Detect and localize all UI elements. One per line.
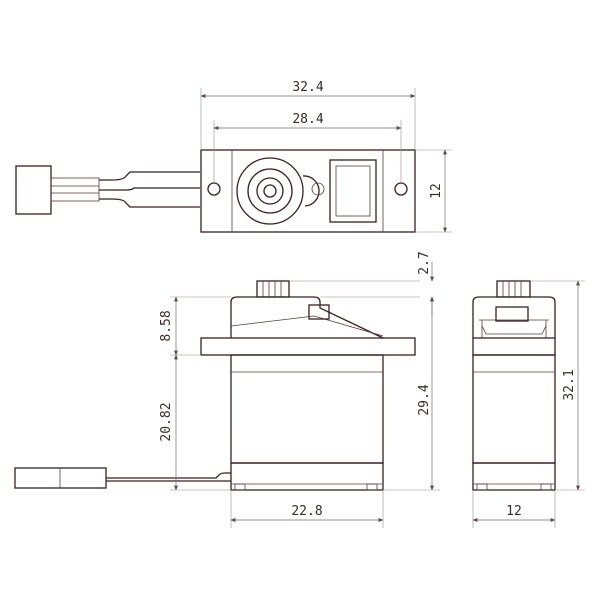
top-lead-wires: [99, 171, 200, 208]
side-view: 32.1 12: [472, 280, 585, 528]
front-mount-flange: [200, 337, 416, 356]
output-spline: [256, 280, 290, 298]
front-connector-plug: [14, 467, 107, 489]
dim-overall-width: 32.4: [292, 80, 323, 95]
top-label-plate: [329, 159, 377, 223]
side-case-body: [472, 354, 556, 464]
dim-flange-to-bottom: 20.82: [159, 402, 174, 441]
dim-top-depth: 12: [429, 183, 444, 199]
front-lead-wire: [106, 472, 231, 482]
dim-top-to-flange: 8.58: [159, 310, 174, 341]
left-mount-hole: [207, 182, 221, 196]
side-top-cover: [472, 296, 556, 338]
dim-side-width: 12: [506, 504, 522, 519]
top-connector-plug: [15, 165, 52, 215]
front-bottom-cover: [230, 462, 384, 491]
top-view: 32.4 28.4 12: [15, 80, 452, 233]
dim-case-height: 29.4: [417, 384, 432, 415]
top-case-outline: [200, 149, 416, 233]
front-view: 2.7 29.4 8.58 20.82 22.8: [14, 251, 440, 528]
output-shaft-center: [263, 184, 277, 198]
side-bottom-cover: [472, 462, 556, 491]
front-case-body: [230, 354, 384, 464]
front-top-cover: [230, 296, 384, 339]
dim-case-width: 22.8: [291, 504, 322, 519]
side-output-spline: [496, 280, 531, 298]
right-mount-hole: [394, 182, 408, 196]
dim-mount-hole-spacing: 28.4: [292, 112, 323, 127]
dim-side-total-height: 32.1: [562, 369, 577, 400]
dim-spline-height: 2.7: [417, 251, 432, 274]
